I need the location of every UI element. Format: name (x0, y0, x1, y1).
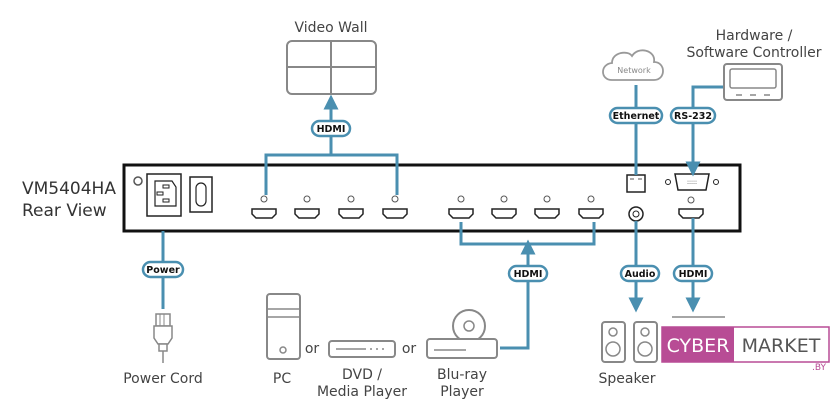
hdmi-output-ports (251, 195, 408, 219)
bluray-label-line1: Blu-ray (437, 367, 487, 383)
pill-hdmi-out: HDMI (310, 119, 352, 138)
cable-rs232 (685, 85, 727, 177)
pill-rs232: RS-232 (669, 106, 717, 125)
device-view-label: Rear View (22, 201, 107, 221)
watermark-suffix: .BY (812, 363, 827, 373)
ground-screw-icon (133, 176, 143, 186)
power-cord-label: Power Cord (123, 371, 203, 387)
svg-text::::::: ::::: (687, 179, 697, 186)
pc-tower-icon (266, 293, 301, 360)
controller-label-line2: Software Controller (686, 45, 821, 61)
cable-hdmi-in-bus (459, 222, 596, 246)
bluray-player-icon (426, 309, 498, 359)
dvd-label-line1: DVD / (342, 367, 382, 383)
ethernet-port-icon (626, 174, 646, 193)
svg-text:Ethernet: Ethernet (613, 111, 660, 122)
bluray-label-line2: Player (440, 384, 484, 400)
power-socket-icon (146, 173, 182, 217)
dvd-label-line2: Media Player (317, 384, 407, 400)
device-model: VM5404HA (22, 179, 116, 199)
or-label-2: or (402, 341, 417, 357)
pc-label: PC (273, 371, 291, 387)
pill-hdmi-in: HDMI (507, 264, 549, 283)
watermark-part2: MARKET (742, 335, 821, 357)
power-switch-icon[interactable] (189, 176, 213, 213)
hdmi-local-port (678, 196, 704, 219)
svg-text:HDMI: HDMI (317, 124, 346, 135)
svg-text:RS-232: RS-232 (674, 111, 712, 122)
power-plug-icon (153, 313, 173, 363)
hdmi-input-ports (448, 195, 604, 219)
pill-audio: Audio (619, 264, 661, 283)
speakers-icon (601, 321, 658, 363)
svg-text:HDMI: HDMI (514, 269, 543, 280)
pill-hdmi-local: HDMI (672, 264, 714, 283)
pill-ethernet: Ethernet (608, 106, 664, 125)
video-wall-label: Video Wall (295, 20, 368, 36)
controller-icon (723, 63, 783, 101)
pill-power: Power (141, 260, 185, 279)
svg-text:HDMI: HDMI (679, 269, 708, 280)
watermark-part1: CYBER (667, 335, 730, 357)
svg-text:Power: Power (146, 265, 180, 276)
controller-label-line1: Hardware / (716, 28, 793, 44)
or-label-1: or (305, 341, 320, 357)
network-label: Network (617, 66, 651, 75)
dvd-player-icon (328, 340, 396, 358)
cable-hdmi-in (500, 239, 536, 350)
network-cloud-icon (602, 49, 664, 81)
speaker-label: Speaker (599, 371, 656, 387)
video-wall-icon (286, 40, 377, 95)
device-chassis: ::::: (122, 163, 742, 233)
cybermarket-watermark: CYBER MARKET .BY (661, 326, 830, 373)
svg-text:Audio: Audio (625, 269, 656, 280)
